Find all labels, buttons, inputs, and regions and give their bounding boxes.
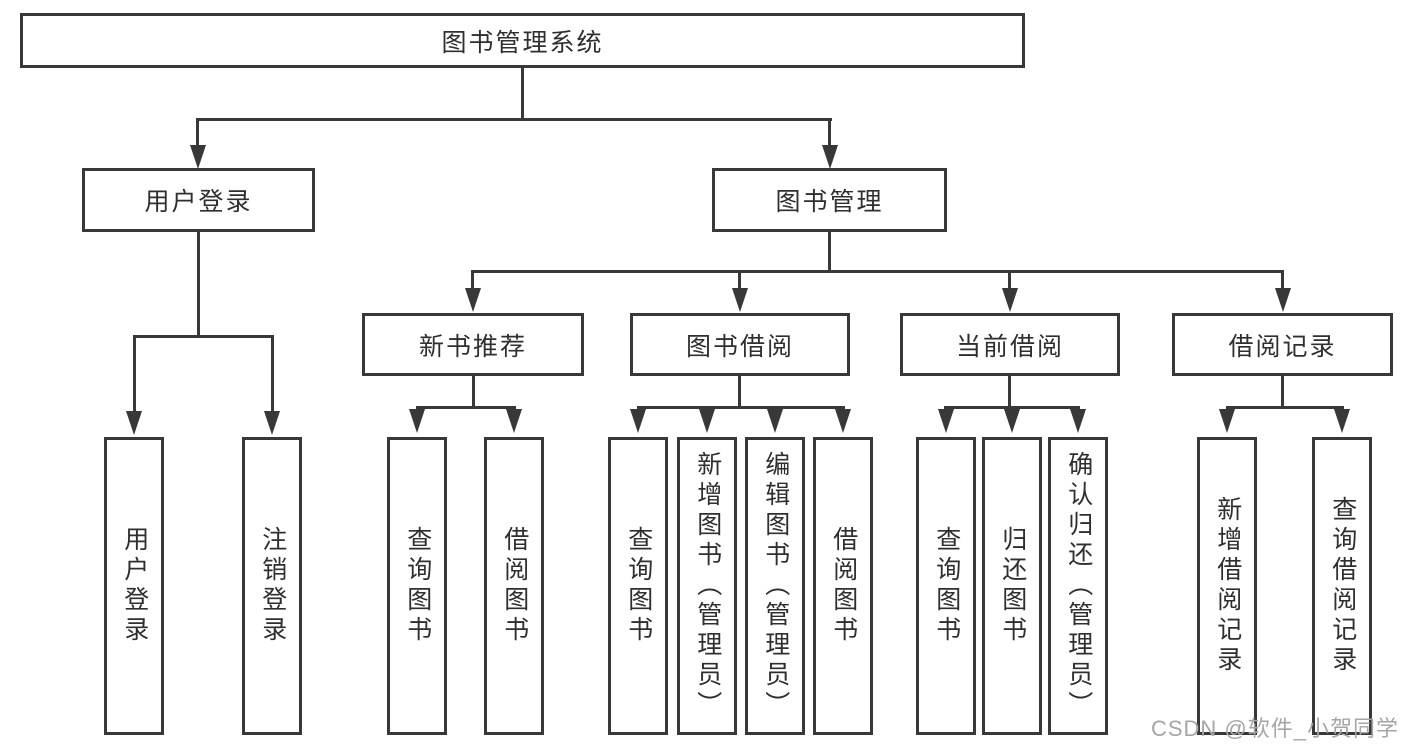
leaf-borrow-books-2: 借阅图书	[813, 437, 873, 735]
arrow-down-icon	[1334, 409, 1350, 433]
leaf-add-book-admin: 新增图书（管理员）	[677, 437, 737, 735]
connector-line	[197, 232, 200, 338]
leaf-add-borrow-record: 新增借阅记录	[1197, 437, 1257, 735]
arrow-down-icon	[822, 145, 838, 169]
connector-line	[133, 335, 136, 413]
connector-line	[944, 406, 1080, 409]
arrow-down-icon	[699, 409, 715, 433]
node-user-login: 用户登录	[82, 168, 315, 232]
connector-line	[416, 406, 516, 409]
connector-line	[1008, 270, 1011, 290]
connector-line	[196, 118, 832, 121]
leaf-edit-book-admin: 编辑图书（管理员）	[745, 437, 805, 735]
connector-line	[133, 335, 274, 338]
leaf-return-book: 归还图书	[982, 437, 1042, 735]
connector-line	[196, 118, 199, 148]
leaf-borrow-books: 借阅图书	[484, 437, 544, 735]
node-borrow-record: 借阅记录	[1172, 313, 1393, 376]
connector-line	[637, 406, 845, 409]
leaf-query-books-3: 查询图书	[916, 437, 976, 735]
connector-line	[471, 270, 1283, 273]
leaf-user-login: 用户登录	[104, 437, 164, 735]
arrow-down-icon	[409, 409, 425, 433]
node-book-management: 图书管理	[712, 168, 947, 232]
arrow-down-icon	[1004, 409, 1020, 433]
leaf-query-borrow-record: 查询借阅记录	[1312, 437, 1372, 735]
connector-line	[472, 376, 475, 408]
leaf-confirm-return-admin: 确认归还（管理员）	[1048, 437, 1108, 735]
arrow-down-icon	[506, 409, 522, 433]
connector-line	[738, 376, 741, 408]
arrow-down-icon	[126, 411, 142, 435]
node-book-borrow: 图书借阅	[630, 313, 850, 376]
arrow-down-icon	[732, 288, 748, 312]
arrow-down-icon	[1002, 288, 1018, 312]
leaf-query-books-2: 查询图书	[608, 437, 668, 735]
arrow-down-icon	[1275, 288, 1291, 312]
arrow-down-icon	[767, 409, 783, 433]
arrow-down-icon	[1070, 409, 1086, 433]
leaf-query-books: 查询图书	[387, 437, 447, 735]
arrow-down-icon	[1219, 409, 1235, 433]
arrow-down-icon	[835, 409, 851, 433]
connector-line	[521, 68, 524, 120]
connector-line	[1281, 376, 1284, 408]
connector-line	[738, 270, 741, 290]
arrow-down-icon	[465, 288, 481, 312]
node-new-book-recommend: 新书推荐	[362, 313, 584, 376]
arrow-down-icon	[630, 409, 646, 433]
node-root: 图书管理系统	[20, 13, 1025, 68]
leaf-logout: 注销登录	[242, 437, 302, 735]
connector-line	[1008, 376, 1011, 408]
csdn-watermark: CSDN @软件_小贺同学	[1150, 716, 1399, 741]
connector-line	[271, 335, 274, 413]
connector-line	[828, 232, 831, 272]
connector-line	[1226, 406, 1344, 409]
node-current-borrow: 当前借阅	[900, 313, 1120, 376]
connector-line	[828, 118, 831, 148]
connector-line	[471, 270, 474, 290]
arrow-down-icon	[264, 411, 280, 435]
arrow-down-icon	[938, 409, 954, 433]
arrow-down-icon	[190, 145, 206, 169]
connector-line	[1281, 270, 1284, 290]
